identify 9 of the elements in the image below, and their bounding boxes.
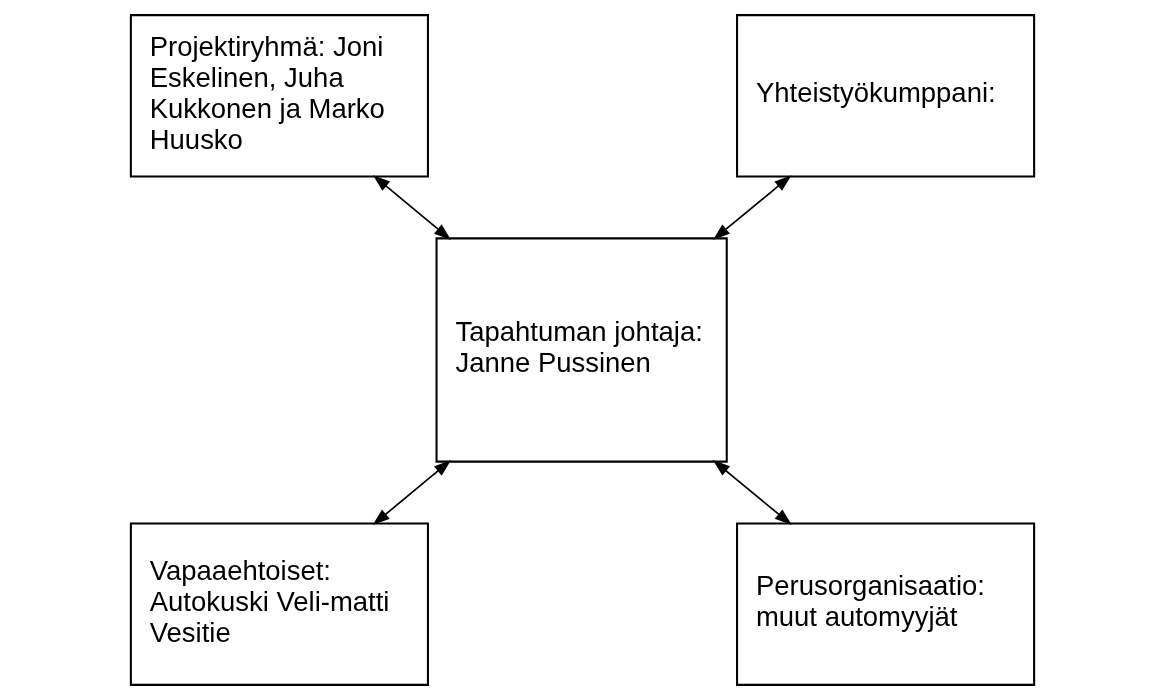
node-box: Projektiryhmä: Joni Eskelinen, Juha Kukkonen ja Marko Huusko — [129, 14, 429, 178]
node-box: Yhteistyökumppani: — [735, 14, 1035, 178]
node-box: Perusorganisaatio: muut automyyjät — [735, 522, 1035, 686]
arrow — [712, 175, 791, 240]
arrow — [372, 175, 451, 240]
node-box: Vapaaehtoiset: Autokuski Veli-matti Vesitie — [129, 522, 429, 686]
arrow — [372, 460, 451, 526]
arrow — [712, 460, 792, 526]
node-box: Tapahtuman johtaja: Janne Pussinen — [435, 237, 728, 463]
